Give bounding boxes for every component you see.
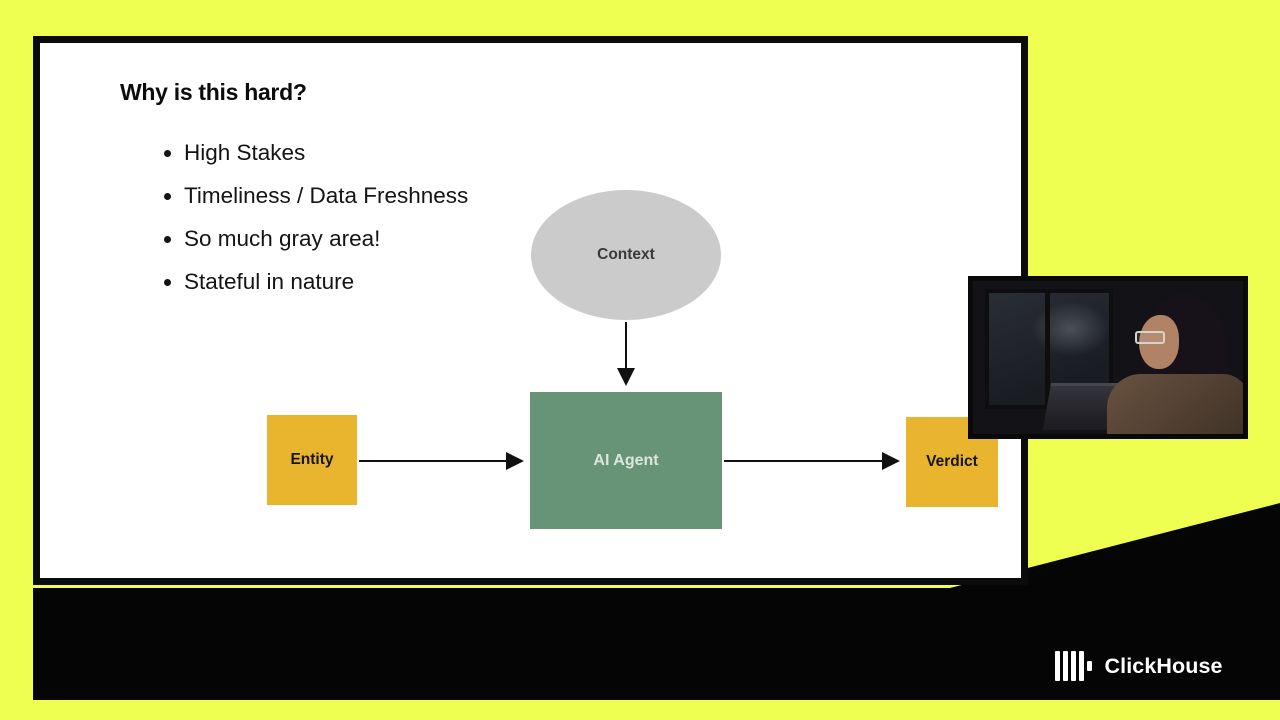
bullet-item: So much gray area! bbox=[184, 227, 468, 251]
verdict-node-label: Verdict bbox=[926, 453, 978, 470]
diagram-arrows bbox=[359, 322, 900, 470]
speaker-jacket bbox=[1107, 374, 1243, 434]
bullet-item: High Stakes bbox=[184, 141, 468, 165]
bullet-item: Timeliness / Data Freshness bbox=[184, 184, 468, 208]
ai-agent-node: AI Agent bbox=[530, 392, 722, 529]
slide-title: Why is this hard? bbox=[120, 79, 307, 105]
speaker-glasses bbox=[1135, 331, 1165, 344]
clickhouse-logo-text: ClickHouse bbox=[1104, 653, 1223, 678]
bullet-list: High Stakes Timeliness / Data Freshness … bbox=[158, 141, 468, 313]
entity-node-label: Entity bbox=[290, 451, 334, 468]
clickhouse-logo: ClickHouse bbox=[1055, 650, 1223, 682]
bullet-item: Stateful in nature bbox=[184, 270, 468, 294]
ai-agent-node-label: AI Agent bbox=[593, 451, 659, 469]
presentation-slide: Why is this hard? High Stakes Timeliness… bbox=[33, 36, 1028, 585]
entity-node: Entity bbox=[267, 415, 357, 505]
clickhouse-bars-icon bbox=[1055, 650, 1092, 682]
context-node: Context bbox=[531, 190, 721, 320]
context-node-label: Context bbox=[597, 246, 655, 263]
speaker-video bbox=[968, 276, 1248, 439]
